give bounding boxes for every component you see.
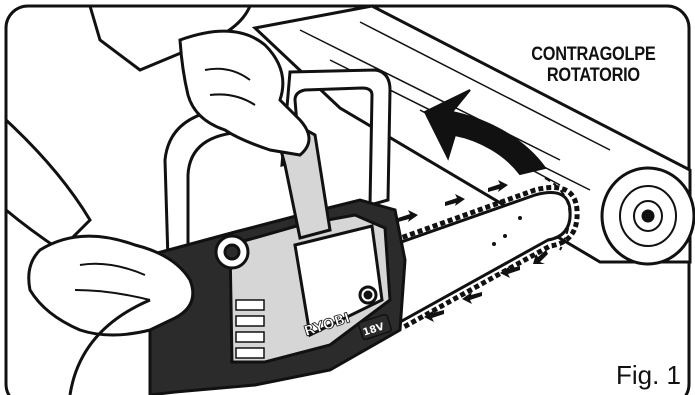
figure-caption: Fig. 1 [616, 360, 681, 391]
lower-arm-sleeve [6, 120, 90, 250]
guide-bar [390, 178, 577, 328]
kickback-label-line2: ROTATORIO [531, 65, 655, 86]
kickback-label: CONTRAGOLPE ROTATORIO [531, 44, 655, 86]
kickback-label-line1: CONTRAGOLPE [531, 44, 655, 65]
